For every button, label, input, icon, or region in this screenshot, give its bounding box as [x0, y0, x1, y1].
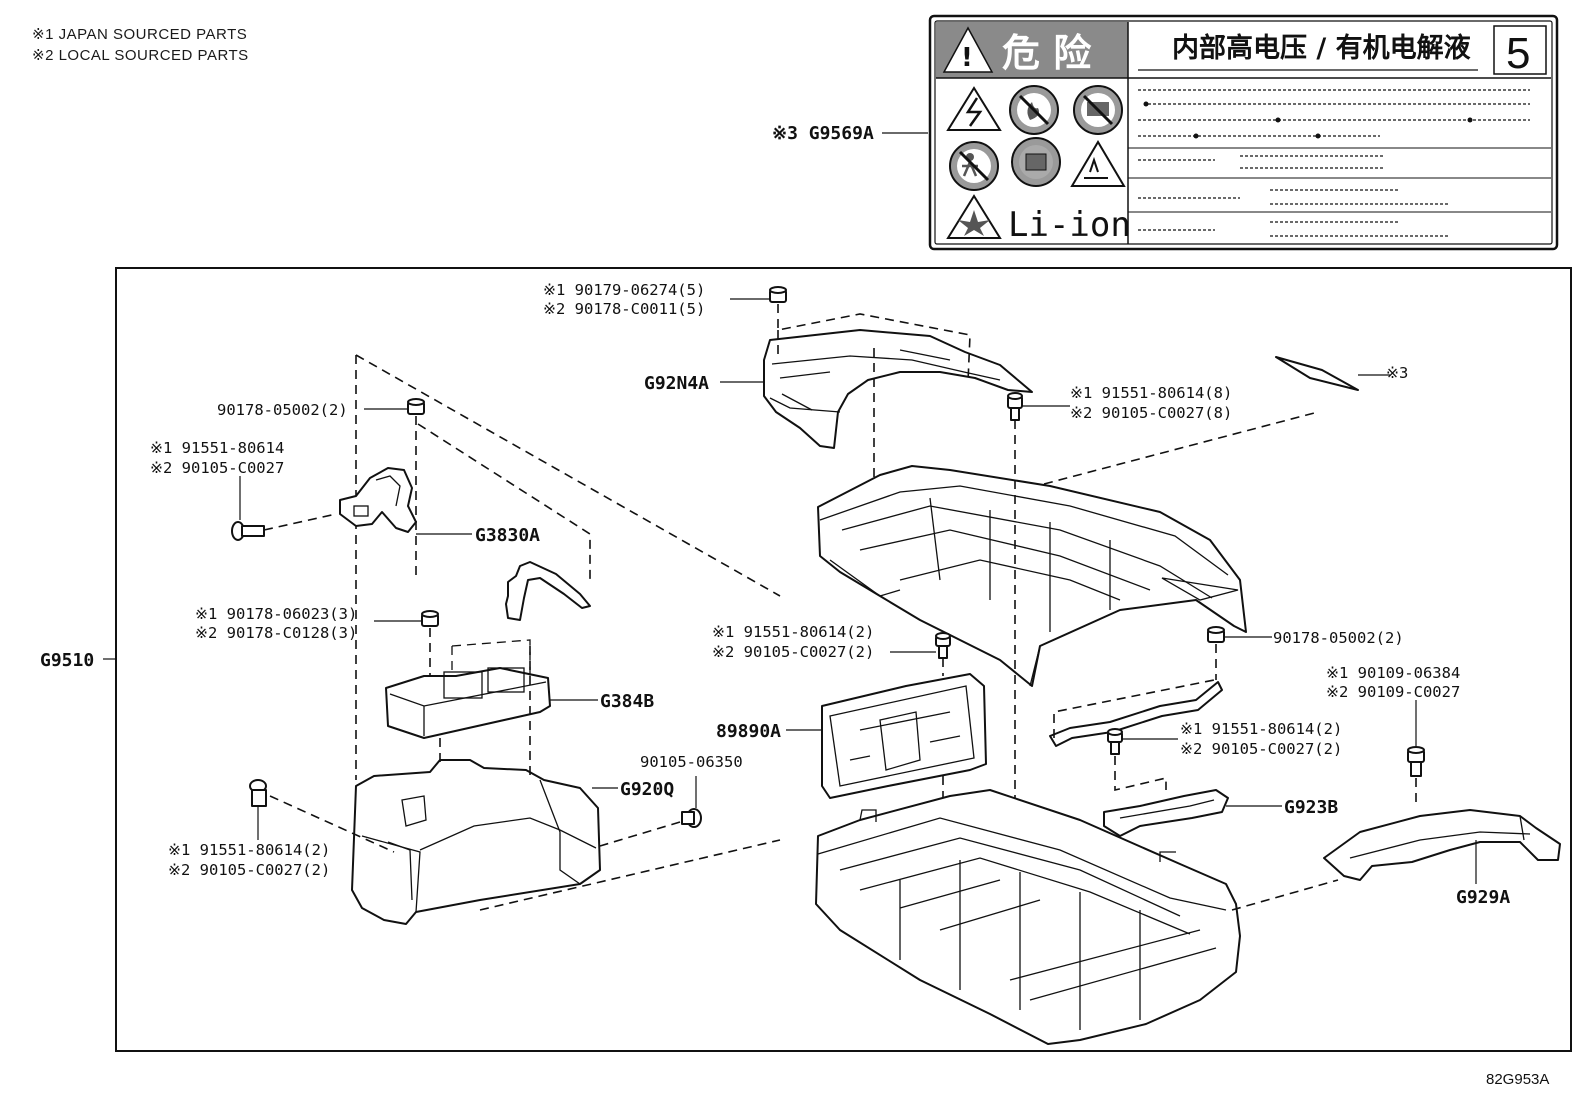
callout-89890a: 89890A: [716, 721, 781, 742]
callout-bolt-far-right-1: ※1 90109-06384: [1326, 664, 1460, 682]
callout-bolt-center-2: ※2 90105-C0027(2): [712, 643, 874, 661]
callout-bolt-g923b-2: ※2 90105-C0027(2): [1180, 740, 1342, 758]
no-children-icon: [949, 141, 999, 191]
high-voltage-icon: [946, 86, 1002, 131]
warning-number: 5: [1506, 29, 1530, 78]
nut-right-icon: [1207, 626, 1225, 643]
legend-japan-sourced: ※1 JAPAN SOURCED PARTS: [32, 26, 248, 43]
callout-bolt-bottom-left-2: ※2 90105-C0027(2): [168, 861, 330, 879]
callout-g920q: G920Q: [620, 779, 674, 800]
callout-bolt-left-1: ※1 91551-80614: [150, 439, 284, 457]
duct-cover-g92n4a: [763, 329, 1033, 449]
no-touch-icon: [1011, 137, 1061, 187]
explosion-icon: [946, 194, 1002, 239]
callout-g92n4a: G92N4A: [644, 373, 709, 394]
callout-bolt-g923b-1: ※1 91551-80614(2): [1180, 720, 1342, 738]
callout-bolt-top-1: ※1 90179-06274(5): [543, 281, 705, 299]
nut-left-top-icon: [407, 398, 425, 415]
warning-label: ! 危 险 内部高电压 / 有机电解液 5: [928, 14, 1559, 251]
bolt-single-icon: [681, 808, 702, 828]
bolt-cover-icon: [1007, 392, 1023, 421]
bolt-top-icon: [769, 286, 787, 303]
battery-type: Li-ion: [1008, 205, 1131, 245]
ecu-89890a: [821, 673, 987, 799]
legend: ※1 JAPAN SOURCED PARTS ※2 LOCAL SOURCED …: [32, 24, 249, 66]
battery-tray: [815, 789, 1241, 1045]
callout-bolt-cover-1: ※1 91551-80614(8): [1070, 384, 1232, 402]
callout-ref3: ※3: [1386, 364, 1408, 382]
danger-text: 危 险: [1002, 31, 1092, 75]
callout-bolt-bottom-left-1: ※1 91551-80614(2): [168, 841, 330, 859]
bolt-bottom-left-icon: [249, 779, 267, 807]
legend-local-sourced: ※2 LOCAL SOURCED PARTS: [32, 47, 249, 64]
corrosive-icon: [1070, 140, 1126, 187]
callout-bolt-single: 90105-06350: [640, 753, 743, 771]
callout-g3830a: G3830A: [475, 525, 540, 546]
callout-g9569a: ※3 G9569A: [772, 123, 874, 144]
callout-nut-mid-2: ※2 90178-C0128(3): [195, 624, 357, 642]
svg-text:!: !: [961, 43, 973, 73]
warning-number-box: [1493, 25, 1547, 75]
diagram-code: 82G953A: [1486, 1071, 1549, 1088]
callout-nut-mid-1: ※1 90178-06023(3): [195, 605, 357, 623]
warning-text-lines: [1138, 89, 1530, 237]
no-fire-icon: [1009, 85, 1059, 135]
harness-cable: [505, 561, 591, 621]
callout-g9510: G9510: [40, 650, 94, 671]
bolt-g923b-icon: [1107, 728, 1123, 755]
callout-bolt-center-1: ※1 91551-80614(2): [712, 623, 874, 641]
no-disassembly-icon: [1073, 85, 1123, 135]
warning-title: 内部高电压 / 有机电解液: [1172, 32, 1471, 64]
bracket-g929a: [1323, 809, 1561, 881]
callout-g929a: G929A: [1456, 887, 1510, 908]
relay-box-g384b: [385, 639, 551, 739]
callout-nut-left-top: 90178-05002(2): [217, 401, 348, 419]
callout-g923b: G923B: [1284, 797, 1338, 818]
callout-bolt-top-2: ※2 90178-C0011(5): [543, 300, 705, 318]
callout-g384b: G384B: [600, 691, 654, 712]
callout-nut-right: 90178-05002(2): [1273, 629, 1404, 647]
bolt-center-icon: [935, 632, 951, 659]
bracket-g3830a: [339, 467, 417, 533]
callout-bolt-far-right-2: ※2 90109-C0027: [1326, 683, 1460, 701]
wire-harness: [1049, 681, 1223, 747]
callout-bolt-cover-2: ※2 90105-C0027(8): [1070, 404, 1232, 422]
callout-bolt-left-2: ※2 90105-C0027: [150, 459, 284, 477]
battery-upper-cover: [817, 465, 1247, 687]
bracket-g923b: [1103, 789, 1229, 837]
bolt-far-right-icon: [1407, 746, 1425, 777]
label-sticker: [1275, 356, 1359, 391]
tray-g920q: [351, 759, 601, 925]
bolt-left-icon: [231, 521, 265, 541]
nut-mid-icon: [421, 610, 439, 627]
